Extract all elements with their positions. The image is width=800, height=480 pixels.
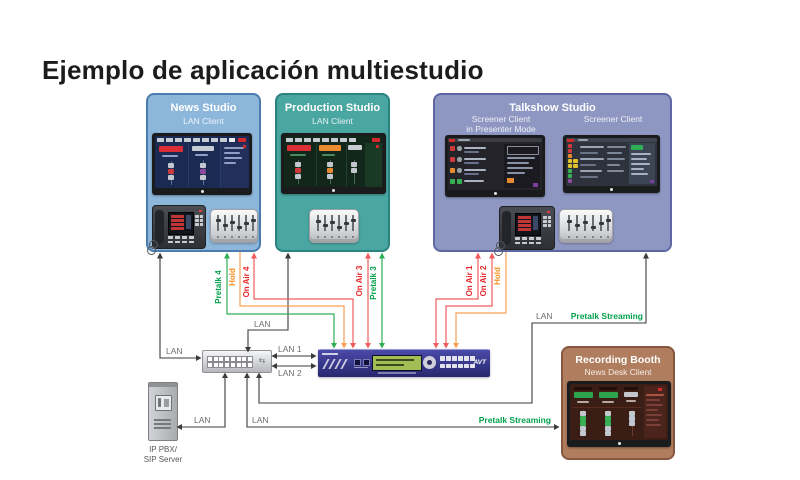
screener-monitor-home-button — [610, 188, 613, 191]
production-mixer — [309, 209, 359, 243]
recording-screen — [570, 384, 668, 440]
label-hold-talkshow: Hold — [493, 267, 502, 285]
label-loop-lan: LAN — [536, 311, 553, 321]
pbx-label: IP PBX/ SIP Server — [143, 445, 183, 464]
production-screen — [284, 136, 383, 187]
label-pretalk3: Pretalk 3 — [369, 266, 378, 300]
phone-screen — [168, 212, 194, 235]
switch-logo-icon: ⇆ — [258, 356, 266, 365]
talkshow-mixer — [559, 209, 613, 243]
connection-news-lan — [157, 252, 202, 361]
screener-client-label: Screener Client — [583, 114, 643, 124]
news-mixer — [210, 209, 258, 243]
news-studio-client-label: LAN Client — [183, 116, 224, 126]
talkshow-monitor-screener — [563, 135, 660, 193]
production-studio-client-label: LAN Client — [312, 116, 353, 126]
avt-rack-device: AVT — [318, 349, 490, 377]
news-screen — [155, 136, 249, 188]
connection-pretalk3 — [379, 252, 385, 349]
talkshow-studio-box: Talkshow Studio Screener Client in Prese… — [433, 93, 672, 256]
label-news-lan: LAN — [166, 346, 183, 356]
production-studio-box: Production Studio LAN Client — [275, 93, 390, 252]
news-studio-title: News Studio — [170, 102, 237, 114]
label-pbx-lan: LAN — [194, 415, 211, 425]
rack-button — [363, 359, 370, 366]
production-monitor — [281, 133, 386, 194]
presenter-client-label: Screener Client in Presenter Mode — [466, 114, 536, 134]
label-lan1: LAN 1 — [278, 344, 302, 354]
connection-onair1 — [433, 252, 481, 349]
rack-button — [354, 359, 361, 366]
rack-dpad — [423, 356, 436, 369]
recording-client-label: News Desk Client — [584, 367, 652, 377]
network-switch: ⇆ — [202, 350, 272, 373]
talkshow-phone — [494, 206, 555, 256]
ip-pbx-server — [148, 382, 178, 441]
connection-booth-lan — [244, 372, 560, 430]
news-studio-box: News Studio LAN Client — [146, 93, 261, 255]
presenter-screen — [448, 138, 542, 190]
switch-ports — [207, 356, 253, 368]
label-onair3: On Air 3 — [355, 265, 364, 296]
connection-onair2 — [443, 252, 495, 349]
label-production-lan: LAN — [254, 319, 271, 329]
page-title: Ejemplo de aplicación multiestudio — [42, 55, 484, 86]
label-booth-stream: Pretalk Streaming — [479, 415, 551, 425]
pbx-phone-icon — [155, 395, 172, 411]
production-monitor-home-button — [332, 189, 335, 192]
recording-booth-box: Recording Booth News Desk Client — [561, 346, 675, 460]
phone-screen — [515, 213, 541, 236]
label-pretalk4: Pretalk 4 — [214, 270, 223, 304]
label-onair1: On Air 1 — [465, 265, 474, 296]
connection-hold-talkshow — [453, 252, 507, 349]
rack-lcd-display — [372, 355, 422, 371]
screener-screen — [566, 138, 657, 186]
connection-onair4 — [251, 252, 356, 349]
recording-booth-title: Recording Booth — [575, 354, 661, 366]
connection-pbx-lan — [176, 372, 228, 430]
connection-hold-news — [239, 252, 347, 349]
news-monitor — [152, 133, 252, 195]
rack-brand-label: AVT — [473, 359, 486, 366]
label-lan2: LAN 2 — [278, 368, 302, 378]
news-phone — [147, 205, 206, 255]
connection-lan2 — [271, 363, 317, 369]
connection-pretalk4 — [224, 252, 337, 349]
phone-handset — [155, 210, 164, 244]
label-booth-lan: LAN — [252, 415, 269, 425]
label-hold-news: Hold — [228, 268, 237, 286]
connection-onair3 — [365, 252, 371, 349]
recording-monitor — [567, 381, 671, 447]
connection-production-lan — [245, 252, 291, 353]
talkshow-studio-title: Talkshow Studio — [509, 102, 596, 114]
label-onair2: On Air 2 — [479, 265, 488, 296]
recording-monitor-home-button — [617, 442, 621, 445]
rack-vents — [322, 359, 349, 371]
talkshow-monitor-presenter — [445, 135, 545, 197]
news-monitor-home-button — [200, 190, 204, 193]
presenter-monitor-home-button — [493, 192, 497, 195]
phone-handset — [502, 211, 511, 245]
label-onair4: On Air 4 — [242, 266, 251, 297]
rack-product-label — [322, 353, 338, 355]
label-loop-stream: Pretalk Streaming — [571, 311, 643, 321]
production-studio-title: Production Studio — [284, 102, 381, 114]
connection-lan1 — [271, 353, 317, 359]
